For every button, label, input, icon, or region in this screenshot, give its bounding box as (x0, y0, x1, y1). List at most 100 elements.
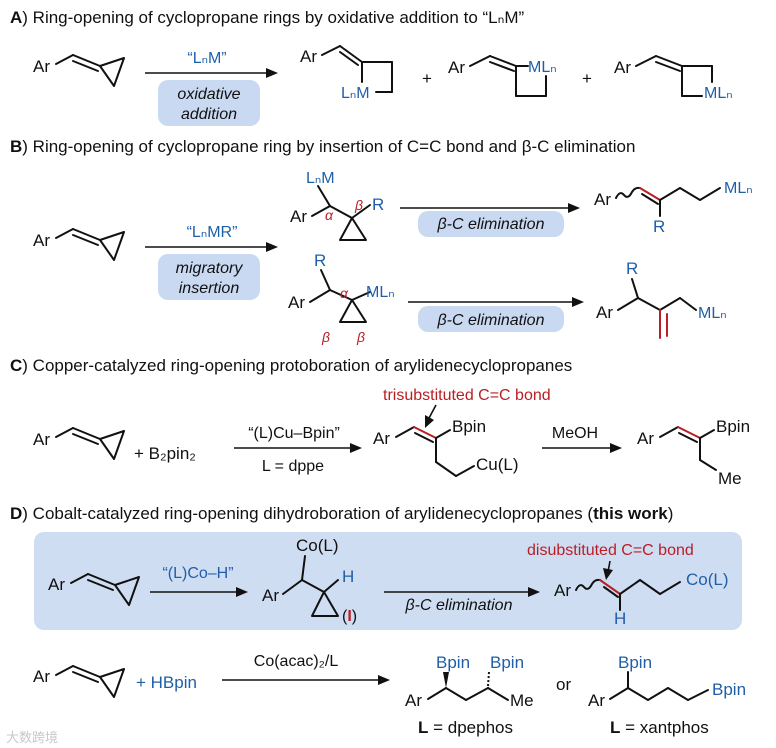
arylidenecyclopropane-d (70, 573, 140, 606)
plus-sign: + (582, 69, 592, 88)
metal-label: MLₙ (698, 305, 727, 322)
aryl-label: Ar (614, 58, 631, 77)
insertion-intermediate-lower (309, 269, 371, 323)
ligand-label-dpephos: L = dpephos (418, 718, 513, 737)
aryl-label: Ar (637, 429, 654, 448)
aryl-label: Ar (288, 293, 305, 312)
hydride-label: H (614, 609, 626, 628)
arylidenecyclopropane-a (55, 54, 125, 87)
aryl-label: Ar (33, 430, 50, 449)
elimination-product-lower (617, 278, 697, 339)
alpha-label: α (325, 207, 334, 223)
r-group-label: R (626, 259, 638, 278)
cobalt-label: Co(L) (296, 536, 339, 555)
condition-pill-a (158, 80, 260, 126)
ligand-label: L = dppe (262, 458, 324, 475)
dpephos-product (427, 671, 509, 701)
methyl-label: Me (510, 691, 534, 710)
aryl-label: Ar (405, 691, 422, 710)
condition-text: insertion (179, 280, 240, 297)
aryl-label: Ar (262, 586, 279, 605)
bpin-label: Bpin (436, 653, 470, 672)
condition-text: oxidative (177, 86, 240, 103)
aryl-label: Ar (596, 303, 613, 322)
condition-pill-b-upper (418, 211, 564, 237)
metal-label: MLₙ (704, 85, 733, 102)
alpha-label: α (340, 285, 349, 301)
section-b-title: B) Ring-opening of cyclopropane ring by … (10, 137, 635, 156)
reagent-label: “LₙMR” (187, 224, 238, 241)
metal-label: MLₙ (528, 59, 557, 76)
xantphos-product (609, 671, 709, 701)
metallacyclobutane-1 (321, 45, 393, 93)
aryl-label: Ar (290, 207, 307, 226)
bpin-label: Bpin (712, 680, 746, 699)
aryl-label: Ar (33, 231, 50, 250)
protoboration-intermediate (395, 426, 475, 477)
condition-text: migratory (176, 260, 244, 277)
condition-text: addition (181, 106, 237, 123)
catalyst-label: “(L)Co–H” (162, 565, 233, 582)
aryl-label: Ar (33, 667, 50, 686)
arylidenecyclopropane-b (55, 228, 125, 261)
metal-label: MLₙ (366, 284, 395, 301)
or-label: or (556, 675, 571, 694)
annotation-label: disubstituted C=C bond (527, 542, 694, 559)
metal-label: LₙM (341, 85, 370, 102)
reagent-label: MeOH (552, 425, 598, 442)
metallacyclobutane-2 (469, 55, 547, 97)
section-d-title: D) Cobalt-catalyzed ring-opening dihydro… (10, 504, 673, 523)
aryl-label: Ar (33, 57, 50, 76)
r-group-label: R (372, 195, 384, 214)
aryl-label: Ar (448, 58, 465, 77)
hydride-label: H (342, 567, 354, 586)
condition-pill-b-lower (418, 306, 564, 332)
reagent-label: + B₂pin₂ (134, 444, 196, 463)
section-b: B) Ring-opening of cyclopropane ring by … (10, 137, 753, 345)
protoboration-product (659, 426, 717, 471)
aryl-label: Ar (594, 190, 611, 209)
section-d: D) Cobalt-catalyzed ring-opening dihydro… (10, 504, 746, 737)
r-group-label: R (314, 251, 326, 270)
aryl-label: Ar (300, 47, 317, 66)
metallacyclobutane-3 (635, 55, 713, 97)
bpin-label: Bpin (716, 417, 750, 436)
condition-text: β-C elimination (405, 597, 513, 614)
bpin-label: Bpin (618, 653, 652, 672)
bpin-label: Bpin (490, 653, 524, 672)
intermediate-label: (I) (342, 608, 357, 625)
insertion-intermediate-upper (311, 185, 371, 241)
cobalt-label: Co(L) (686, 570, 729, 589)
metal-label: MLₙ (724, 180, 753, 197)
methyl-label: Me (718, 469, 742, 488)
this-work-highlight (34, 532, 742, 630)
reagent-label: + HBpin (136, 673, 197, 692)
condition-text: β-C elimination (437, 312, 545, 329)
beta-label: β (356, 329, 365, 345)
copper-label: Cu(L) (476, 455, 519, 474)
section-c-title: C) Copper-catalyzed ring-opening protobo… (10, 356, 572, 375)
watermark: 大数跨境 (6, 730, 58, 745)
section-c: C) Copper-catalyzed ring-opening protobo… (10, 356, 750, 488)
bpin-label: Bpin (452, 417, 486, 436)
condition-text: β-C elimination (437, 216, 545, 233)
reagent-label: “LₙM” (187, 50, 226, 67)
metal-label: LₙM (306, 170, 335, 187)
arylidenecyclopropane-d2 (55, 665, 125, 698)
arylidenecyclopropane-c (55, 427, 125, 460)
r-group-label: R (653, 217, 665, 236)
elimination-product-upper (615, 186, 721, 217)
aryl-label: Ar (48, 575, 65, 594)
conditions-label: Co(acac)₂/L (254, 653, 339, 670)
aryl-label: Ar (588, 691, 605, 710)
catalyst-label: “(L)Cu–Bpin” (248, 425, 340, 442)
annotation-label: trisubstituted C=C bond (383, 387, 551, 404)
aryl-label: Ar (554, 581, 571, 600)
section-a-title: A) Ring-opening of cyclopropane rings by… (10, 8, 525, 27)
ligand-label-xantphos: L = xantphos (610, 718, 709, 737)
plus-sign: + (422, 69, 432, 88)
beta-label: β (354, 197, 363, 213)
cobalt-intermediate (282, 555, 339, 617)
aryl-label: Ar (373, 429, 390, 448)
